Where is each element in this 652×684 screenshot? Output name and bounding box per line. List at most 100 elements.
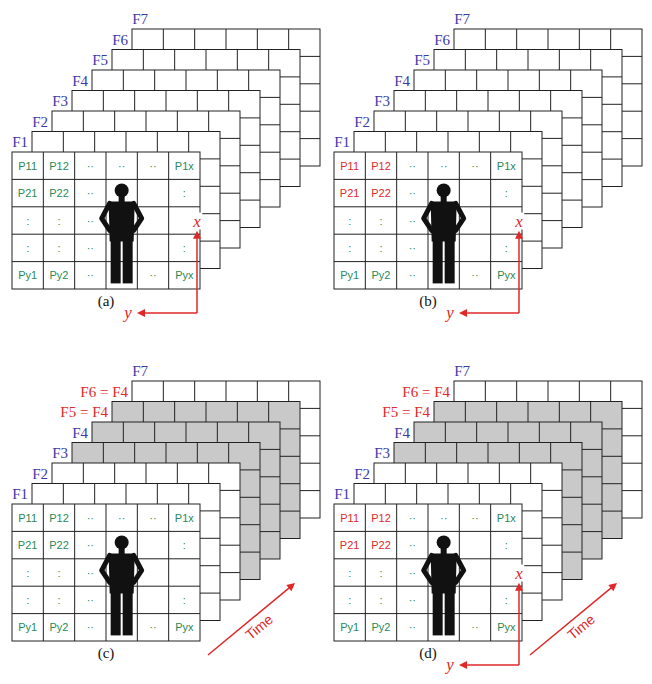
- y-axis-line: [465, 312, 519, 314]
- axis-label: y: [445, 304, 455, 321]
- frame-label: F3: [374, 446, 390, 461]
- axis-label: y: [445, 656, 455, 673]
- pixel-label: :: [26, 567, 29, 578]
- grid-line: [12, 261, 200, 262]
- grid-line: [12, 586, 200, 587]
- grid-line: [43, 504, 44, 641]
- grid-line: [43, 152, 44, 289]
- person-torso: [109, 553, 135, 593]
- arrow-head: [137, 309, 145, 317]
- frame-label: F4: [394, 74, 410, 89]
- person-neck: [441, 195, 447, 202]
- pixel-label: ··: [118, 512, 125, 523]
- pixel-label: Py2: [372, 270, 391, 281]
- frame-label: F7: [454, 364, 470, 379]
- frame-label: F3: [52, 94, 68, 109]
- pixel-label: Py2: [50, 270, 69, 281]
- grid-line: [74, 504, 75, 641]
- pixel-label: ··: [409, 622, 416, 633]
- video-frame: [334, 152, 522, 289]
- pixel-label: Py2: [372, 622, 391, 633]
- pixel-label: :: [26, 242, 29, 253]
- pixel-label: P1x: [497, 512, 516, 523]
- pixel-label: :: [348, 567, 351, 578]
- pixel-label: P22: [371, 540, 391, 551]
- pixel-label: :: [505, 188, 508, 199]
- pixel-label: :: [348, 594, 351, 605]
- y-axis-line: [143, 312, 197, 314]
- person-head: [437, 183, 451, 197]
- grid-line: [490, 152, 491, 289]
- pixel-label: ··: [87, 215, 94, 226]
- person-neck: [119, 195, 125, 202]
- frame-label: F4: [72, 426, 88, 441]
- frame-label: F3: [374, 94, 390, 109]
- pixel-label: P21: [18, 540, 38, 551]
- axis-label: x: [514, 212, 524, 229]
- time-arrow-line: [530, 587, 612, 655]
- video-frame: [12, 504, 200, 641]
- frame-label: F1: [12, 487, 28, 502]
- person-leg: [123, 591, 133, 635]
- person-head: [115, 183, 129, 197]
- axis-label: x: [514, 564, 524, 581]
- frame-label: F6 = F4: [80, 385, 128, 400]
- pixel-label: Pyx: [175, 270, 193, 281]
- pixel-label: Py1: [18, 622, 37, 633]
- grid-line: [396, 152, 397, 289]
- pixel-label: P1x: [175, 512, 194, 523]
- person-arm: [424, 555, 432, 582]
- person-arm: [134, 555, 142, 582]
- arrow-head: [515, 583, 523, 591]
- y-axis-line: [465, 664, 519, 666]
- person-arm: [456, 203, 464, 230]
- pixel-label: ··: [118, 160, 125, 171]
- pixel-label: P21: [340, 540, 360, 551]
- pixel-label: ··: [409, 188, 416, 199]
- frame-label: F1: [334, 135, 350, 150]
- pixel-label: Py1: [340, 270, 359, 281]
- pixel-label: ··: [87, 622, 94, 633]
- pixel-label: :: [348, 215, 351, 226]
- pixel-label: :: [57, 215, 60, 226]
- pixel-label: Py2: [50, 622, 69, 633]
- x-axis-line: [518, 237, 520, 313]
- frame-label: F4: [72, 74, 88, 89]
- pixel-label: ··: [409, 512, 416, 523]
- pixel-label: ··: [87, 567, 94, 578]
- pixel-label: ··: [149, 512, 156, 523]
- frame-label: F5 = F4: [382, 405, 430, 420]
- grid-line: [12, 179, 200, 180]
- pixel-label: ··: [87, 270, 94, 281]
- grid-line: [334, 586, 522, 587]
- pixel-label: ··: [149, 160, 156, 171]
- arrow-head: [608, 583, 617, 591]
- pixel-label: ··: [409, 540, 416, 551]
- pixel-label: P12: [49, 512, 69, 523]
- person-torso: [431, 553, 457, 593]
- arrow-head: [193, 231, 201, 239]
- frame-label: F5: [92, 53, 108, 68]
- pixel-label: :: [505, 594, 508, 605]
- pixel-label: ··: [409, 270, 416, 281]
- person-arm: [102, 555, 110, 582]
- person-torso: [109, 201, 135, 241]
- pixel-label: :: [57, 594, 60, 605]
- pixel-label: :: [505, 242, 508, 253]
- person-neck: [119, 547, 125, 554]
- pixel-label: Pyx: [497, 622, 515, 633]
- pixel-label: ··: [471, 270, 478, 281]
- pixel-label: ··: [87, 188, 94, 199]
- pixel-label: :: [379, 594, 382, 605]
- pixel-label: ··: [87, 242, 94, 253]
- pixel-label: ··: [409, 160, 416, 171]
- panel-caption: (d): [419, 646, 437, 661]
- grid-line: [365, 152, 366, 289]
- person-leg: [433, 239, 443, 283]
- frame-label: F6: [434, 33, 450, 48]
- pixel-label: P22: [49, 188, 69, 199]
- grid-line: [74, 152, 75, 289]
- axis-label: x: [192, 212, 202, 229]
